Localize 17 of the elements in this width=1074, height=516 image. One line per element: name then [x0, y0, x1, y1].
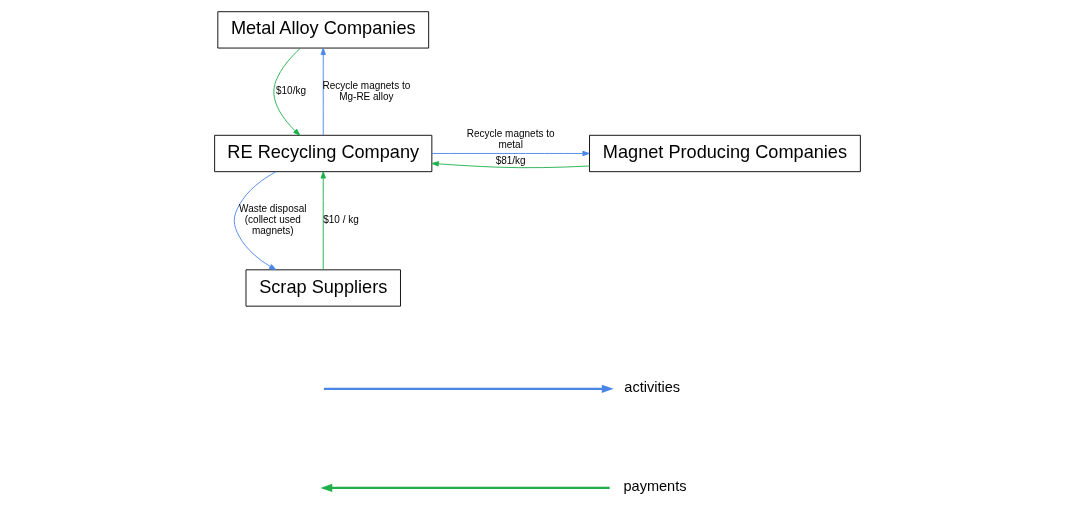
arrow: [320, 171, 326, 271]
arrow: [233, 171, 276, 271]
arrow: [431, 161, 590, 169]
edge-label: $10/kg: [275, 85, 306, 97]
edge-label: Recycle magnets to Mg-RE alloy: [322, 79, 410, 102]
arrow: [320, 47, 326, 136]
legend-label: activities: [623, 379, 680, 396]
arrow: [272, 47, 301, 136]
node-box: RE Recycling Company: [213, 134, 432, 173]
node-box: Metal Alloy Companies: [216, 11, 429, 49]
edge-label: Recycle magnets to metal: [466, 127, 555, 150]
node-box: Magnet Producing Companies: [588, 134, 861, 173]
legend-label: payments: [622, 478, 686, 495]
arrow: [431, 150, 590, 157]
edge-label: Waste disposal (collect used magnets): [238, 203, 306, 237]
node-box: Scrap Suppliers: [245, 269, 401, 307]
edge-label: $81/kg: [495, 155, 526, 167]
